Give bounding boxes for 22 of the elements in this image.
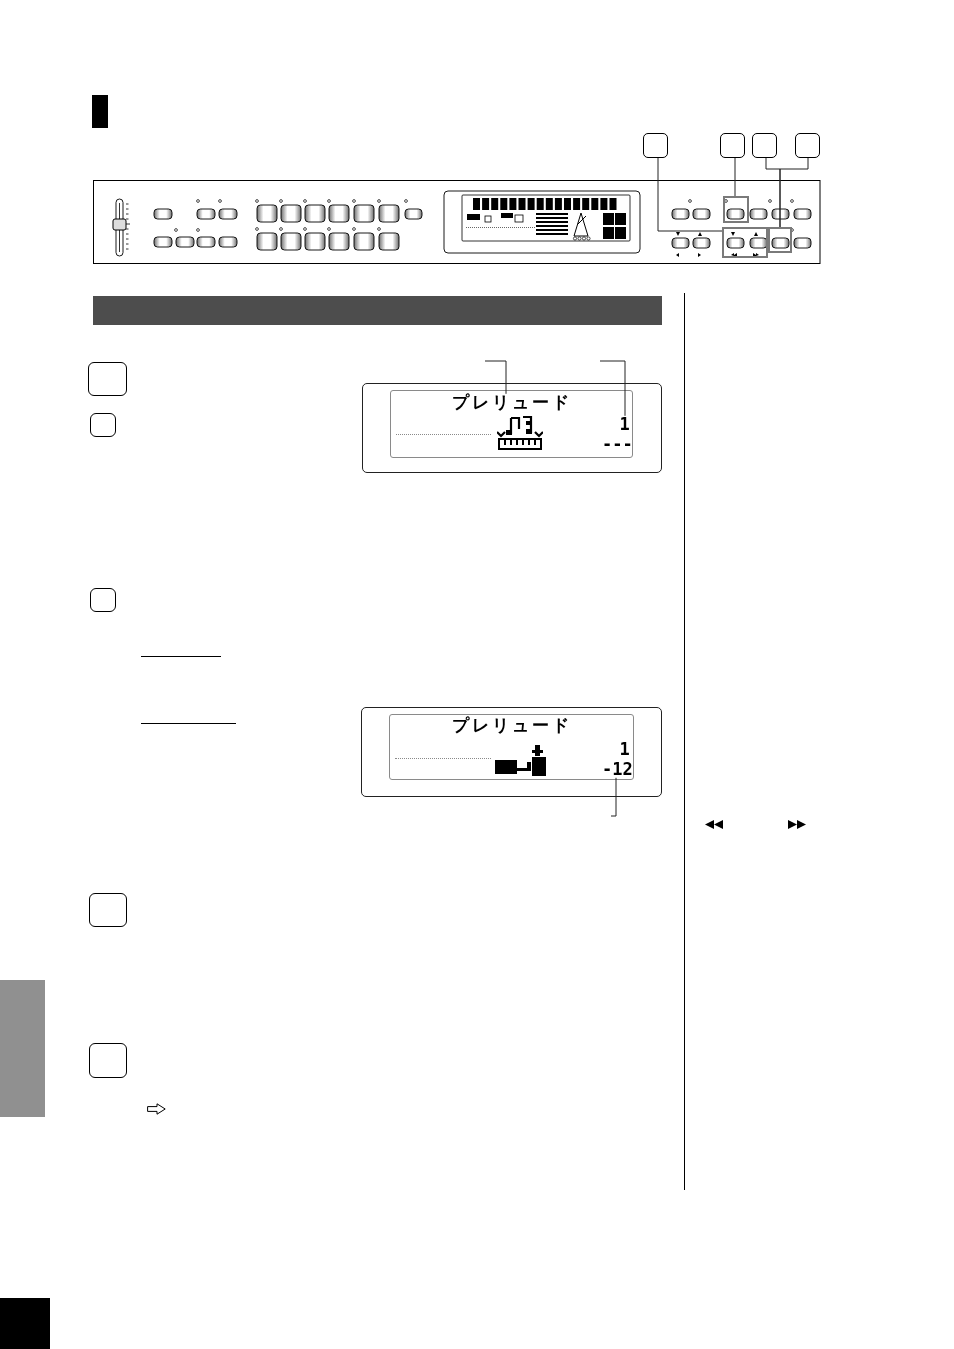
lcd-display — [361, 707, 662, 797]
display-value: 1 — [619, 415, 630, 433]
leader-line — [599, 360, 626, 417]
callout-box — [752, 133, 777, 158]
highlight-frame — [768, 227, 792, 253]
display-value: 1 — [619, 740, 630, 758]
display-value: --- — [602, 435, 633, 453]
highlight-frame — [723, 196, 749, 223]
display-text: プレリュード — [451, 393, 572, 411]
display-value: -12 — [602, 760, 633, 778]
leader-line — [734, 157, 736, 197]
leader-line — [610, 777, 617, 817]
callout-box — [643, 133, 668, 158]
lcd-display — [362, 383, 662, 473]
leader-line — [484, 360, 507, 395]
callout-box — [720, 133, 745, 158]
highlight-frame — [722, 227, 768, 258]
leader-line — [779, 157, 809, 228]
display-text: プレリュード — [451, 716, 572, 734]
side-tab — [0, 980, 45, 1117]
callout-box — [795, 133, 820, 158]
leader-line — [657, 157, 723, 232]
